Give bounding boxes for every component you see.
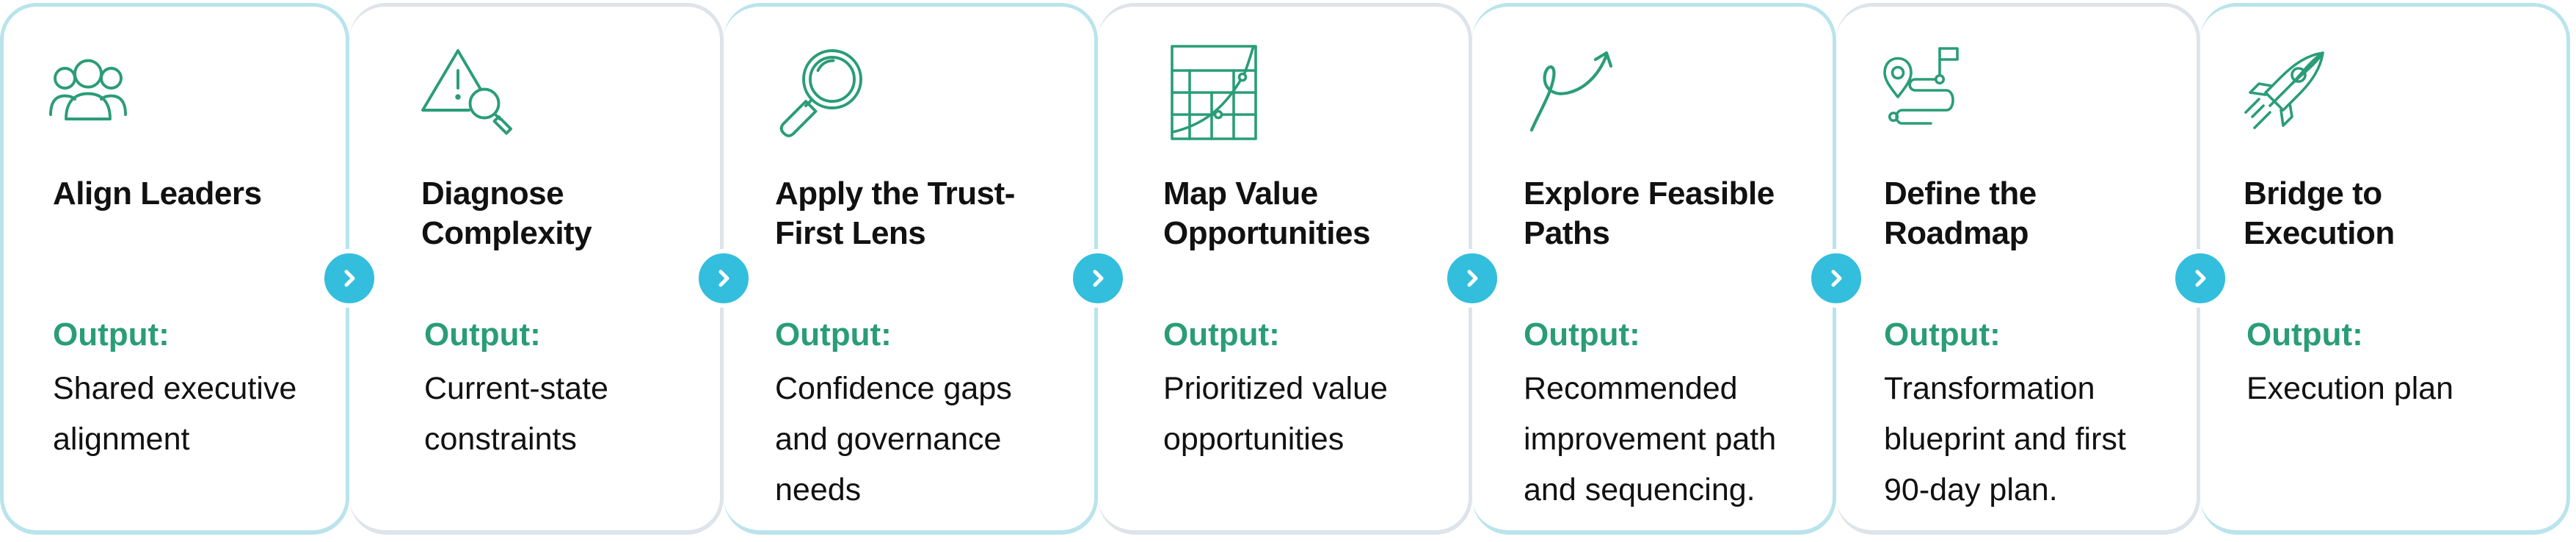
output-label: Output: (424, 317, 541, 353)
roadmap-route-icon (1871, 37, 1982, 148)
step-card-align-leaders: Align Leaders Output: Shared executive a… (0, 3, 349, 535)
chevron-right-icon (1807, 249, 1866, 308)
output-text: Transformation blueprint and first 90-da… (1884, 371, 2126, 507)
output-label: Output: (2246, 317, 2363, 353)
chevron-right-icon (2171, 249, 2230, 308)
step-card-trust-first-lens: Apply the Trust- First Lens Output: Conf… (724, 3, 1098, 535)
step-title: Bridge to Execution (2244, 176, 2395, 251)
chevron-right-icon (1443, 249, 1502, 308)
growth-chart-icon (1157, 37, 1267, 148)
output-label: Output: (53, 317, 170, 353)
output-text: Prioritized value opportunities (1163, 371, 1388, 457)
step-title: Align Leaders (53, 176, 262, 212)
step-title: Explore Feasible Paths (1524, 176, 1775, 251)
step-card-define-roadmap: Define the Roadmap Output: Transformatio… (1836, 3, 2200, 535)
output-label: Output: (1884, 317, 2001, 353)
step-card-map-value: Map Value Opportunities Output: Prioriti… (1098, 3, 1472, 535)
output-text: Recommended improvement path and sequenc… (1524, 371, 1777, 507)
step-title: Apply the Trust- First Lens (775, 176, 1015, 251)
output-text: Confidence gaps and governance needs (775, 371, 1012, 507)
output-label: Output: (1163, 317, 1280, 353)
step-card-explore-paths: Explore Feasible Paths Output: Recommend… (1472, 3, 1836, 535)
chevron-right-icon (320, 249, 379, 308)
output-label: Output: (1524, 317, 1640, 353)
step-title: Diagnose Complexity (421, 176, 592, 251)
output-text: Shared executive alignment (53, 371, 297, 457)
people-group-icon (33, 37, 143, 148)
curved-path-arrow-icon (1516, 37, 1626, 148)
chevron-right-icon (1069, 249, 1127, 308)
step-title: Define the Roadmap (1884, 176, 2037, 251)
output-label: Output: (775, 317, 892, 353)
magnifying-glass-icon (766, 37, 876, 148)
chevron-right-icon (694, 249, 753, 308)
output-text: Execution plan (2246, 371, 2454, 406)
step-card-diagnose-complexity: Diagnose Complexity Output: Current-stat… (349, 3, 724, 535)
warning-magnify-icon (412, 37, 522, 148)
rocket-icon (2228, 37, 2338, 148)
step-title: Map Value Opportunities (1163, 176, 1370, 251)
step-card-bridge-execution: Bridge to Execution Output: Execution pl… (2200, 3, 2570, 535)
output-text: Current-state constraints (424, 371, 608, 457)
